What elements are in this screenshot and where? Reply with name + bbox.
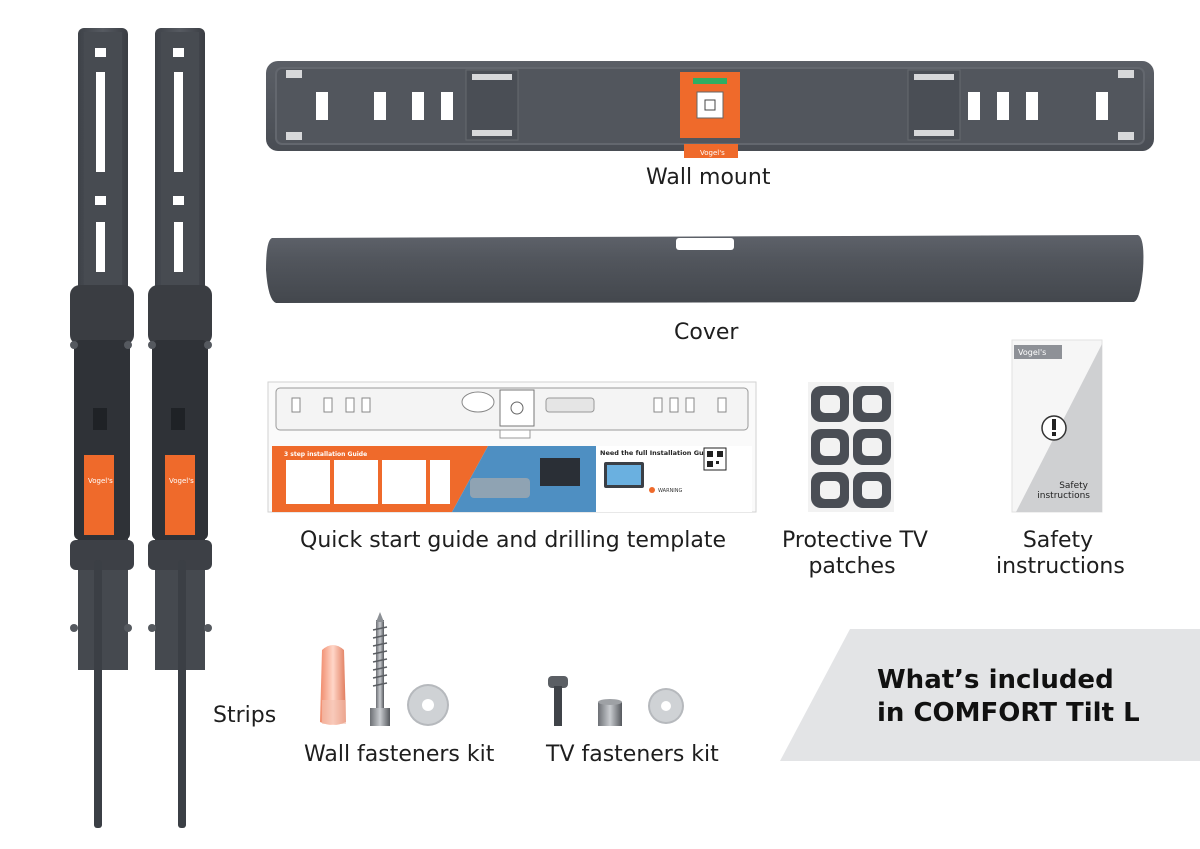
booklet-line2: instructions	[1037, 491, 1090, 501]
label-patches-line1: Protective TV	[782, 528, 928, 553]
label-cover: Cover	[674, 320, 739, 345]
label-strips: Strips	[213, 703, 277, 728]
label-wall-fasteners: Wall fasteners kit	[304, 742, 495, 767]
quick-start-guide: 3 step installation Guide Need the full …	[267, 381, 757, 513]
svg-text:Vogel's: Vogel's	[169, 477, 194, 485]
strip-right: Vogel's	[148, 28, 212, 828]
label-tv-fasteners: TV fasteners kit	[546, 742, 719, 767]
included-banner	[780, 629, 1200, 761]
guide-install-title: 3 step installation Guide	[284, 451, 367, 458]
wall-mount-bar: Vogel's	[266, 61, 1154, 158]
booklet-brand: Vogel's	[1018, 348, 1046, 357]
cover-bar	[266, 235, 1144, 303]
tv-fasteners-kit	[548, 676, 684, 726]
label-wall-mount: Wall mount	[646, 165, 771, 190]
guide-warning: WARNING	[658, 488, 683, 494]
guide-full-guide: Need the full Installation Guide?	[600, 449, 719, 457]
strip-left: Vogel's	[70, 28, 134, 828]
banner-line1: What’s included	[877, 665, 1114, 695]
label-safety-line2: instructions	[996, 554, 1125, 579]
booklet-line1: Safety	[1059, 481, 1088, 491]
label-quick-start: Quick start guide and drilling template	[300, 528, 727, 553]
banner-title: What’s included in COMFORT Tilt L	[877, 664, 1140, 730]
banner-line2: in COMFORT Tilt L	[877, 698, 1140, 728]
label-patches-line2: patches	[808, 554, 896, 579]
wall-fasteners-kit	[320, 612, 449, 726]
safety-booklet: Vogel's Safety instructions	[1011, 339, 1103, 513]
svg-text:Vogel's: Vogel's	[88, 477, 113, 485]
label-safety-line1: Safety	[1022, 528, 1094, 553]
protective-tv-patches	[808, 382, 894, 512]
svg-text:Vogel's: Vogel's	[700, 149, 725, 157]
